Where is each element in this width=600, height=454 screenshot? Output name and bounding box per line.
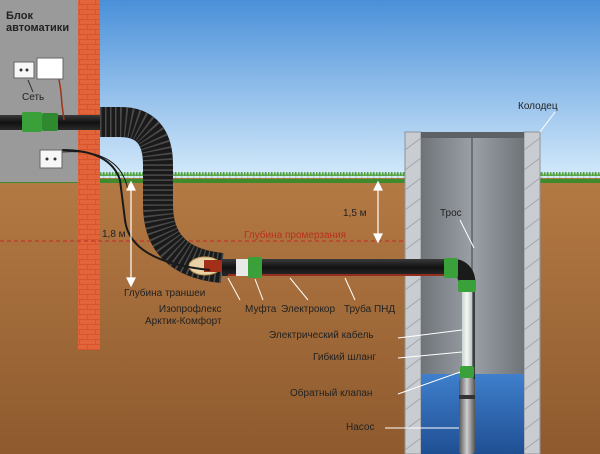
label-insulation-line1: Изопрофлекс xyxy=(158,304,222,315)
automation-box xyxy=(36,57,64,80)
label-insulation-line2: Арктик-Комфорт xyxy=(145,316,222,327)
label-electric-heater: Электрокор xyxy=(281,304,336,315)
label-check-valve: Обратный клапан xyxy=(290,388,373,399)
grass xyxy=(0,172,600,182)
label-coupling: Муфта xyxy=(245,304,277,315)
label-pipe: Труба ПНД xyxy=(344,304,396,315)
coupling xyxy=(248,257,262,278)
brick-wall xyxy=(78,0,100,350)
label-automation-block-line2: автоматики xyxy=(6,22,70,34)
label-freeze-depth: Глубина промерзания xyxy=(244,230,347,241)
label-insulation: Изопрофлекс Арктик-Комфорт xyxy=(145,304,222,328)
check-valve xyxy=(460,366,474,378)
label-automation-block: Блок автоматики xyxy=(6,10,69,34)
label-network: Сеть xyxy=(22,92,45,103)
label-trench-depth: Глубина траншеи xyxy=(124,288,206,299)
socket-heater xyxy=(39,149,63,169)
socket-network xyxy=(13,61,35,79)
label-electric-cable: Электрический кабель xyxy=(269,330,374,341)
label-pump: Насос xyxy=(346,422,375,433)
label-well: Колодец xyxy=(518,101,558,112)
label-rope: Трос xyxy=(440,208,462,219)
label-depth-1-5: 1,5 м xyxy=(343,208,367,219)
label-automation-block-line1: Блок xyxy=(6,10,33,22)
label-flexible-hose: Гибкий шланг xyxy=(313,352,377,363)
label-depth-1-8: 1,8 м xyxy=(102,229,126,240)
pump xyxy=(459,378,475,454)
flexible-hose xyxy=(462,292,472,366)
pnd-pipe xyxy=(222,259,454,276)
